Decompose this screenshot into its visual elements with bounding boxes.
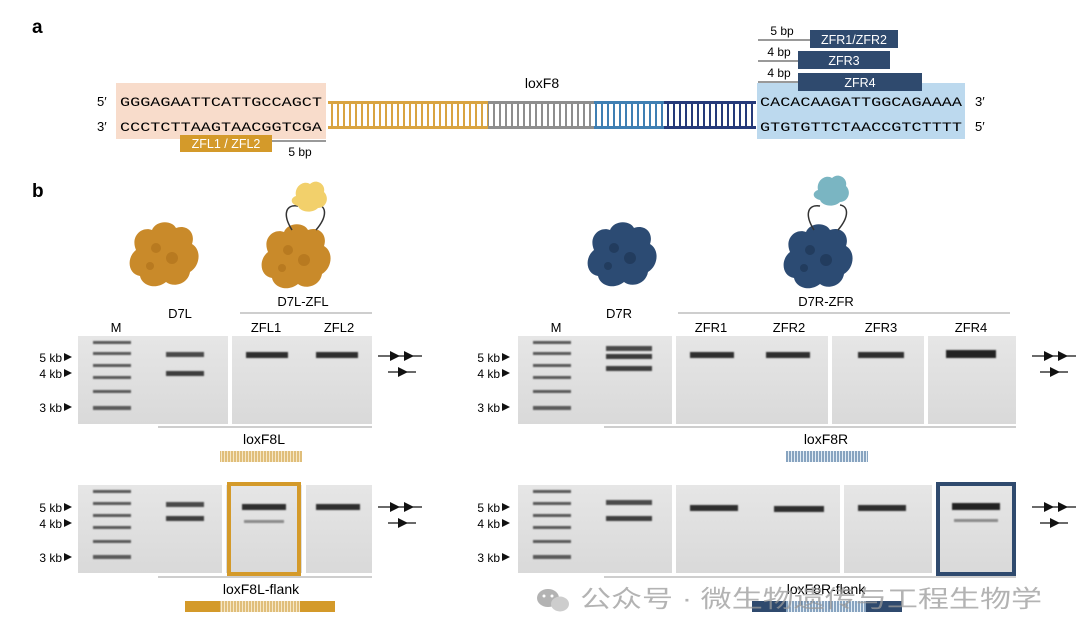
loxf8l-mini-icon (220, 451, 302, 462)
right-gel-2-arrows-icon (1032, 502, 1076, 528)
lane-zfl1: ZFL1 (251, 320, 281, 335)
loxf8-ladder (328, 101, 756, 129)
svg-text:5 kb: 5 kb (39, 501, 62, 515)
lane-zfr3: ZFR3 (865, 320, 898, 335)
loxf8r-flank-mini-icon (752, 601, 902, 612)
left-gel-2-kb: 5 kb 4 kb 3 kb (39, 501, 72, 565)
svg-text:5 kb: 5 kb (477, 351, 500, 365)
zfr-row-1-spacer: 5 bp (770, 24, 794, 38)
right-bottom-sequence: GTGTGTTCTAACCGTCTTTT (760, 121, 963, 135)
right-top-prime: 3′ (975, 94, 985, 109)
d7l-zfl-protein-icon (261, 181, 331, 289)
right-bottom-prime: 5′ (975, 119, 985, 134)
left-gel-1 (78, 336, 372, 424)
d7r-zfr-label: D7R-ZFR (798, 294, 854, 309)
svg-text:5 kb: 5 kb (477, 501, 500, 515)
zfr-row-2-spacer: 4 bp (767, 45, 791, 59)
d7l-protein-icon (129, 222, 199, 287)
right-gel-2 (518, 482, 1016, 576)
zfr4-highlight-box (936, 482, 1016, 576)
watermark-text: 公众号 · 微生物遗传与工程生物学 (580, 586, 1042, 613)
lane-m-left: M (111, 320, 122, 335)
wechat-icon (537, 589, 569, 612)
left-bottom-prime: 3′ (97, 119, 107, 134)
zfr-row-2: 4 bp ZFR3 (758, 45, 890, 69)
svg-text:3 kb: 3 kb (477, 551, 500, 565)
svg-text:3 kb: 3 kb (39, 401, 62, 415)
right-top-sequence: CACACAAGATTGGCAGAAAA (760, 96, 963, 110)
svg-text:4 kb: 4 kb (39, 367, 62, 381)
left-top-prime: 5′ (97, 94, 107, 109)
zfl-label: ZFL1 / ZFL2 (192, 137, 261, 151)
right-gel-1 (518, 336, 1016, 424)
left-gel-2 (78, 482, 372, 576)
svg-text:4 kb: 4 kb (477, 367, 500, 381)
lane-m-right: M (551, 320, 562, 335)
d7r-zfr-protein-icon (783, 175, 853, 289)
zfr-row-2-label: ZFR3 (828, 54, 859, 68)
loxf8-label: loxF8 (525, 75, 559, 91)
svg-text:4 kb: 4 kb (477, 517, 500, 531)
left-gel-1-kb: 5 kb 4 kb 3 kb (39, 351, 72, 415)
right-gel-1-kb: 5 kb 4 kb 3 kb (477, 351, 510, 415)
zfr-row-1: 5 bp ZFR1/ZFR2 (758, 24, 898, 48)
panel-b-letter: b (32, 181, 44, 202)
svg-text:5 kb: 5 kb (39, 351, 62, 365)
zfl-box (180, 135, 272, 152)
watermark: 公众号 · 微生物遗传与工程生物学 (537, 586, 1042, 613)
left-spacer-label: 5 bp (288, 145, 312, 159)
zfr-row-3: 4 bp ZFR4 (758, 66, 922, 91)
left-bottom-sequence: CCCTCTTAAGTAACGGTCGA (120, 121, 323, 135)
loxf8r-mini-icon (786, 451, 868, 462)
zfl1-highlight-box (227, 482, 301, 576)
left-gel-2-arrows-icon (378, 502, 422, 528)
left-top-sequence: GGGAGAATTCATTGCCAGCT (120, 96, 323, 110)
svg-text:3 kb: 3 kb (477, 401, 500, 415)
d7r-protein-icon (587, 222, 657, 287)
lane-zfr4: ZFR4 (955, 320, 988, 335)
right-gel-1-caption: loxF8R (804, 431, 848, 447)
right-sequence-box (757, 83, 965, 139)
svg-text:3 kb: 3 kb (39, 551, 62, 565)
d7l-zfl-label: D7L-ZFL (277, 294, 328, 309)
panel-a-letter: a (32, 17, 43, 38)
svg-text:4 kb: 4 kb (39, 517, 62, 531)
left-gel-2-caption: loxF8L-flank (223, 581, 300, 597)
lane-zfr1: ZFR1 (695, 320, 728, 335)
right-gel-1-arrows-icon (1032, 351, 1076, 377)
right-gel-2-kb: 5 kb 4 kb 3 kb (477, 501, 510, 565)
d7r-label: D7R (606, 306, 632, 321)
d7l-label: D7L (168, 306, 192, 321)
right-gel-2-caption: loxF8R-flank (787, 581, 867, 597)
zfr-row-3-spacer: 4 bp (767, 66, 791, 80)
left-gel-1-arrows-icon (378, 351, 422, 377)
zfr-row-1-label: ZFR1/ZFR2 (821, 33, 887, 47)
zfr-row-3-label: ZFR4 (844, 76, 875, 90)
left-gel-1-caption: loxF8L (243, 431, 285, 447)
loxf8l-flank-mini-icon (185, 601, 335, 612)
lane-zfr2: ZFR2 (773, 320, 806, 335)
left-sequence-box (116, 83, 326, 139)
lane-zfl2: ZFL2 (324, 320, 354, 335)
